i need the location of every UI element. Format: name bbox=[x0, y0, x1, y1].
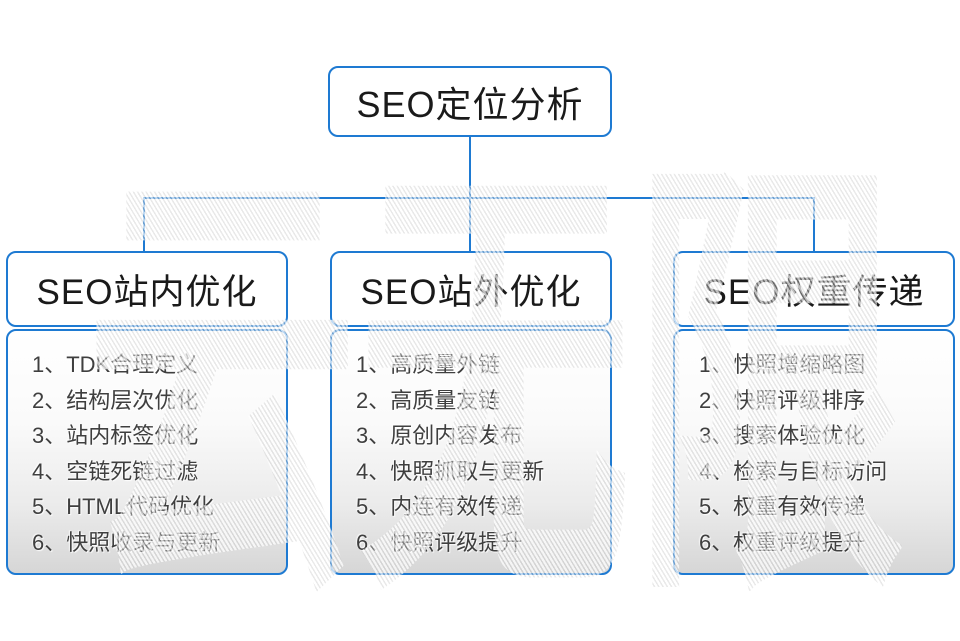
list-item: 6、快照评级提升 bbox=[356, 529, 523, 555]
list-item: 4、快照抓取与更新 bbox=[356, 458, 545, 484]
column2-header: SEO站外优化 bbox=[330, 251, 612, 327]
list-item: 3、原创内容发布 bbox=[356, 423, 523, 448]
column2-item-list: 1、高质量外链 2、高质量友链 3、原创内容发布 4、快照抓取与更新 5、内连有… bbox=[356, 347, 600, 560]
list-item: 6、快照收录与更新 bbox=[32, 529, 221, 555]
column1-item-list: 1、TDK合理定义 2、结构层次优化 3、站内标签优化 4、空链死链过滤 5、H… bbox=[32, 347, 276, 560]
column2-body: 1、高质量外链 2、高质量友链 3、原创内容发布 4、快照抓取与更新 5、内连有… bbox=[330, 329, 612, 575]
list-item: 6、权重评级提升 bbox=[699, 529, 866, 555]
list-item: 4、空链死链过滤 bbox=[32, 458, 199, 484]
connector-horizontal-bus bbox=[143, 197, 815, 199]
connector-drop-col1 bbox=[143, 198, 145, 252]
root-node-seo-positioning: SEO定位分析 bbox=[328, 66, 612, 137]
root-node-title: SEO定位分析 bbox=[356, 83, 584, 125]
list-item: 2、高质量友链 bbox=[356, 387, 501, 413]
list-item: 4、检索与目标访问 bbox=[699, 458, 888, 484]
connector-root-vertical bbox=[469, 137, 471, 198]
column3-title: SEO权重传递 bbox=[703, 272, 925, 312]
column3-header: SEO权重传递 bbox=[673, 251, 955, 327]
column1-title: SEO站内优化 bbox=[36, 272, 258, 312]
list-item: 5、权重有效传递 bbox=[699, 494, 866, 519]
connector-drop-col2 bbox=[469, 198, 471, 252]
list-item: 1、TDK合理定义 bbox=[32, 352, 199, 377]
list-item: 2、结构层次优化 bbox=[32, 387, 199, 413]
list-item: 1、高质量外链 bbox=[356, 352, 501, 377]
column2-title: SEO站外优化 bbox=[360, 272, 582, 312]
column3-body: 1、快照增缩略图 2、快照评级排序 3、搜索体验优化 4、检索与目标访问 5、权… bbox=[673, 329, 955, 575]
connector-drop-col3 bbox=[813, 198, 815, 252]
list-item: 1、快照增缩略图 bbox=[699, 352, 866, 377]
list-item: 3、站内标签优化 bbox=[32, 423, 199, 448]
column1-body: 1、TDK合理定义 2、结构层次优化 3、站内标签优化 4、空链死链过滤 5、H… bbox=[6, 329, 288, 575]
list-item: 3、搜索体验优化 bbox=[699, 423, 866, 448]
column3-item-list: 1、快照增缩略图 2、快照评级排序 3、搜索体验优化 4、检索与目标访问 5、权… bbox=[699, 347, 943, 560]
list-item: 5、内连有效传递 bbox=[356, 494, 523, 519]
list-item: 5、HTML代码优化 bbox=[32, 494, 215, 519]
column1-header: SEO站内优化 bbox=[6, 251, 288, 327]
list-item: 2、快照评级排序 bbox=[699, 387, 866, 413]
